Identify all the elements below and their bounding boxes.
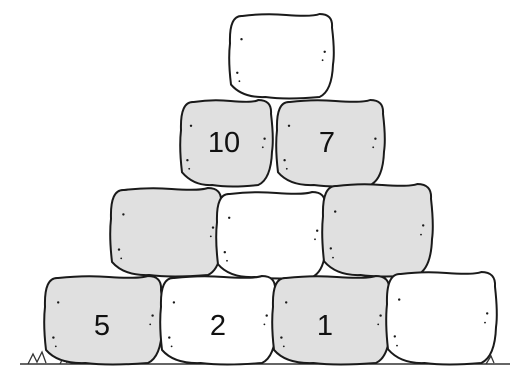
stone-speckle (316, 230, 318, 232)
stone-speckle (283, 159, 285, 161)
stone-row2-left: 10 (180, 100, 273, 187)
stone-speckle (239, 80, 241, 82)
stone-speckle (228, 217, 230, 219)
stone-speckle (280, 336, 282, 338)
stone-speckle (394, 335, 396, 337)
stone-speckle (210, 236, 212, 238)
stone-speckle (262, 146, 264, 148)
stone-row2-right-value: 7 (319, 127, 335, 159)
stone-speckle (379, 314, 381, 316)
stone-speckle (374, 138, 376, 140)
stone-speckle (173, 301, 175, 303)
stone-speckle (288, 125, 290, 127)
stone-speckle (186, 159, 188, 161)
stone-speckle (330, 247, 332, 249)
stone-speckle (52, 336, 54, 338)
stone-top (229, 14, 334, 99)
stone-speckle (324, 51, 326, 53)
stone-row3-left (110, 188, 223, 277)
stone-speckle (334, 210, 336, 212)
stone-speckle (322, 59, 324, 61)
stone-speckle (420, 234, 422, 236)
stone-speckle (55, 346, 57, 348)
stone-bottom-2: 2 (160, 276, 277, 365)
stone-bottom-2-value: 2 (210, 310, 226, 342)
stone-speckle (422, 224, 424, 226)
stone-speckle (285, 301, 287, 303)
stone-speckle (120, 258, 122, 260)
stone-speckle (263, 138, 265, 140)
stone-speckle (486, 312, 488, 314)
stone-speckle (122, 213, 124, 215)
stone-speckle (224, 251, 226, 253)
stone-bottom-1: 5 (44, 276, 163, 365)
stone-speckle (190, 125, 192, 127)
stone-speckle (314, 238, 316, 240)
stone-speckle (226, 260, 228, 262)
stone-speckle (57, 301, 59, 303)
stone-speckle (283, 346, 285, 348)
stone-speckle (396, 345, 398, 347)
stone-row3-right (322, 184, 433, 277)
stone-speckle (149, 324, 151, 326)
stone-speckle (332, 257, 334, 259)
stone-bottom-3: 1 (272, 276, 391, 365)
stone-row2-right: 7 (276, 100, 385, 187)
stone-bottom-1-value: 5 (94, 310, 110, 342)
stone-speckle (484, 322, 486, 324)
stone-speckle (240, 38, 242, 40)
stone-speckle (266, 314, 268, 316)
stone-row2-left-value: 10 (208, 127, 240, 159)
stone-bottom-3-value: 1 (317, 310, 333, 342)
stone-speckle (212, 226, 214, 228)
stone-speckle (168, 336, 170, 338)
stone-speckle (236, 72, 238, 74)
stone-speckle (398, 298, 400, 300)
stone-row3-middle (216, 192, 327, 279)
stone-speckle (171, 346, 173, 348)
stone-speckle (377, 324, 379, 326)
stone-speckle (118, 248, 120, 250)
stone-bottom-4 (386, 272, 497, 365)
stone-speckle (188, 168, 190, 170)
stone-speckle (372, 146, 374, 148)
stone-speckle (286, 168, 288, 170)
stone-speckle (151, 314, 153, 316)
stone-speckle (264, 324, 266, 326)
